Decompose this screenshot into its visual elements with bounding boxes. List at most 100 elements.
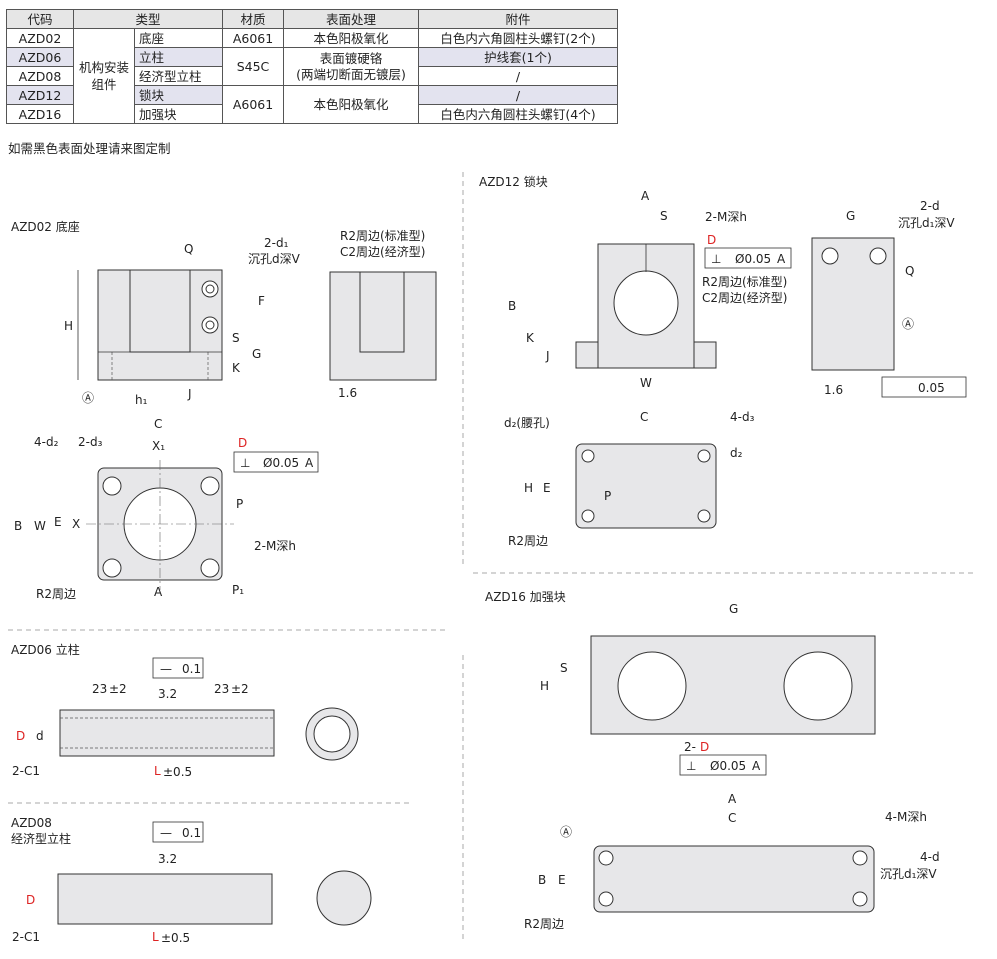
label-E: E (54, 515, 62, 529)
label-C: C (154, 417, 162, 431)
cell-type: 加强块 (134, 104, 223, 124)
label-h1: h₁ (135, 393, 148, 407)
label-B: B (538, 873, 546, 887)
cell-finish: 本色阳极氧化 (283, 85, 419, 124)
mount-hole (697, 509, 711, 523)
label-d2-slot: d₂(腰孔) (504, 416, 550, 430)
hole-inner (205, 284, 215, 294)
roughness-value: 3.2 (158, 852, 177, 866)
label-23-right: 23 (214, 682, 229, 696)
label-W: W (34, 519, 46, 533)
label-J: J (545, 349, 550, 363)
label-Q: Q (184, 242, 193, 256)
mount-hole (200, 558, 220, 578)
tolerance-value: Ø0.05 (735, 252, 771, 266)
label-A: A (641, 189, 650, 203)
mount-hole (852, 850, 868, 866)
table-row: AZD02 机构安装组件 底座 A6061 本色阳极氧化 白色内六角圆柱头螺钉(… (6, 28, 618, 124)
label-C: C (640, 410, 648, 424)
label-M: 2-M深h (254, 539, 296, 553)
cell-material: A6061 (222, 85, 284, 124)
label-P: P (236, 497, 243, 511)
header-code: 代码 (6, 9, 74, 29)
header-accessory: 附件 (418, 9, 618, 29)
header-material: 材质 (222, 9, 284, 29)
label-c2-economy: C2周边(经济型) (702, 290, 787, 305)
azd08-subtitle: 经济型立柱 (11, 831, 71, 846)
label-D: D (707, 233, 716, 247)
label-d: 2-d (920, 199, 940, 213)
label-S: S (232, 331, 240, 345)
label-counterbore: 沉孔d深V (248, 252, 301, 266)
label-D: D (238, 436, 247, 450)
counterbore-hole (821, 247, 839, 265)
table-row: AZD08 经济型立柱 / (6, 66, 618, 86)
mount-hole (102, 476, 122, 496)
straightness-value: 0.1 (182, 662, 201, 676)
straightness-symbol: — (160, 662, 172, 676)
geometric-tolerance-frame (704, 247, 792, 269)
label-Q: Q (905, 264, 914, 278)
label-C: C (728, 811, 736, 825)
azd06-rod (59, 709, 275, 757)
label-d1: 2-d₁ (264, 236, 289, 250)
label-d3: 2-d₃ (78, 435, 103, 449)
tol-23-left: ±2 (109, 682, 127, 696)
label-D: D (26, 893, 35, 907)
straightness-symbol: — (160, 826, 172, 840)
label-H: H (64, 319, 73, 333)
label-G: G (729, 602, 738, 616)
cell-type: 立柱 (134, 47, 223, 67)
mount-hole (581, 509, 595, 523)
label-23-left: 23 (92, 682, 107, 696)
label-X1: X₁ (152, 439, 165, 453)
datum-A: Ⓐ (902, 317, 914, 331)
cell-type: 经济型立柱 (134, 66, 223, 86)
rod-bore (313, 715, 351, 753)
cell-code: AZD06 (6, 47, 74, 67)
table-header-row: 代码 类型 材质 表面处理 附件 (6, 9, 618, 29)
mount-hole (581, 449, 595, 463)
perpendicularity-symbol: ⊥ (711, 252, 721, 266)
cell-code: AZD12 (6, 85, 74, 105)
label-d3: 4-d₃ (730, 410, 755, 424)
cell-finish: 表面镀硬铬(两端切断面无镀层) (283, 47, 419, 86)
label-D-count: 2- (684, 740, 696, 754)
flatness-frame (881, 376, 967, 398)
label-K: K (526, 331, 535, 345)
straightness-value: 0.1 (182, 826, 201, 840)
tol-L: ±0.5 (163, 765, 192, 779)
bore-hole (613, 270, 679, 336)
azd08-drawing: AZD08 经济型立柱 — 0.1 3.2 D 2-C1 L ±0.5 (11, 816, 372, 945)
cell-type: 锁块 (134, 85, 223, 105)
label-K: K (232, 361, 241, 375)
mount-hole (852, 891, 868, 907)
finish-line1: 表面镀硬铬 (319, 50, 383, 66)
label-d2: d₂ (730, 446, 743, 460)
perpendicularity-symbol: ⊥ (240, 456, 250, 470)
azd12-top-view (575, 443, 717, 529)
label-D: D (16, 729, 25, 743)
group-type-label: 机构安装组件 (78, 60, 129, 92)
azd02-side-slot (359, 271, 405, 353)
label-H: H (540, 679, 549, 693)
tolerance-datum: A (777, 252, 786, 266)
label-X: X (72, 517, 80, 531)
tol-L: ±0.5 (161, 931, 190, 945)
mount-hole (598, 891, 614, 907)
mount-hole (200, 476, 220, 496)
finish-line2: (两端切断面无镀层) (296, 66, 406, 82)
label-L: L (152, 930, 159, 944)
hole-inner (205, 320, 215, 330)
label-chamfer: 2-C1 (12, 930, 40, 944)
azd02-title: AZD02 底座 (11, 219, 80, 234)
perpendicularity-symbol: ⊥ (686, 759, 696, 773)
label-P: P (604, 489, 611, 503)
label-counterbore: 沉孔d₁深V (898, 216, 955, 230)
label-G: G (846, 209, 855, 223)
label-d: d (36, 729, 44, 743)
azd06-title: AZD06 立柱 (11, 642, 80, 657)
tolerance-datum: A (752, 759, 761, 773)
azd08-rod (57, 873, 273, 925)
